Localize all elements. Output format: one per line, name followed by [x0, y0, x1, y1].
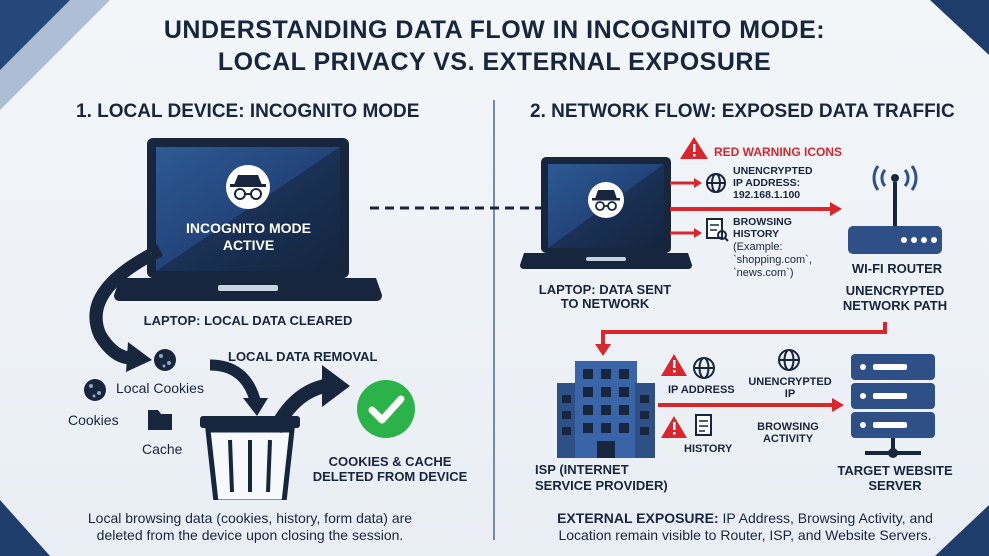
exposure-bold: EXTERNAL EXPOSURE:	[557, 510, 719, 526]
local-cookie-icon	[154, 349, 176, 371]
unencrypted-globe-icon	[778, 349, 800, 371]
unencrypted-path-line	[595, 322, 887, 356]
unencrypted-ip2-line1: UNENCRYPTED	[748, 376, 832, 388]
network-path-line2: NETWORK PATH	[842, 298, 948, 313]
router-label: WI-FI ROUTER	[851, 261, 943, 276]
deleted-label-line2: DELETED FROM DEVICE	[312, 469, 468, 484]
local-cookies-label: Local Cookies	[116, 380, 204, 396]
deleted-label-line1: COOKIES & CACHE	[328, 454, 452, 469]
unencrypted-ip2-line2: IP	[784, 388, 796, 400]
isp-label-line2: SERVICE PROVIDER)	[535, 478, 668, 493]
right-laptop-caption-line1: LAPTOP: DATA SENT	[538, 282, 672, 297]
left-section-heading: 1. LOCAL DEVICE: INCOGNITO MODE	[76, 101, 420, 122]
ip-address-label: IP ADDRESS	[668, 384, 735, 396]
unencrypted-ip-line3: 192.168.1.100	[733, 189, 801, 201]
server-label-line2: SERVER	[868, 478, 922, 493]
ip-warning-icon	[661, 354, 687, 376]
page-title-line2: LOCAL PRIVACY VS. EXTERNAL EXPOSURE	[217, 48, 772, 76]
globe-icon	[706, 173, 726, 193]
isp-flow-graphics	[658, 349, 844, 438]
right-section-heading: 2. NETWORK FLOW: EXPOSED DATA TRAFFIC	[530, 101, 955, 122]
right-laptop-caption-line2: TO NETWORK	[560, 296, 650, 311]
cookies-label: Cookies	[68, 412, 119, 428]
isp-building-icon	[557, 361, 655, 458]
history-label: HISTORY	[684, 443, 733, 455]
warning-icon	[680, 137, 708, 159]
example-line2: `shopping.com`,	[733, 254, 812, 266]
history-warning-icon	[661, 416, 687, 438]
network-path-line1: UNENCRYPTED	[845, 283, 945, 298]
exposure-line1: EXTERNAL EXPOSURE: IP Address, Browsing …	[505, 510, 985, 526]
history-doc-icon	[695, 414, 712, 436]
exposure-text1: IP Address, Browsing Activity, and	[718, 510, 933, 526]
left-footer-line1: Local browsing data (cookies, history, f…	[87, 510, 413, 526]
history-document-icon	[706, 218, 729, 242]
ip-globe-icon	[693, 357, 715, 379]
unencrypted-ip-line1: UNENCRYPTED	[733, 165, 813, 177]
cache-folder-icon	[148, 410, 172, 430]
green-check-icon	[357, 380, 415, 438]
cache-label: Cache	[142, 441, 183, 457]
exposure-line2: Location remain visible to Router, ISP, …	[558, 527, 932, 543]
isp-label-line1: ISP (INTERNET	[535, 462, 629, 477]
screen-text-line2: ACTIVE	[222, 237, 275, 253]
website-server-icon	[851, 354, 935, 458]
right-laptop-icon	[520, 157, 692, 269]
left-laptop-caption: LAPTOP: LOCAL DATA CLEARED	[143, 313, 353, 328]
example-line3: `news.com`)	[733, 267, 794, 279]
unencrypted-ip-line2: IP ADDRESS:	[733, 177, 801, 189]
trash-can-icon	[200, 416, 300, 500]
local-data-removal-label: LOCAL DATA REMOVAL	[228, 349, 378, 364]
example-line1: (Example:	[733, 241, 783, 253]
left-laptop-icon	[114, 138, 382, 301]
cookie-icon	[84, 379, 106, 401]
left-flow-graphics	[84, 244, 350, 500]
screen-text-line1: INCOGNITO MODE	[186, 220, 311, 236]
dashed-connector	[370, 206, 542, 210]
browsing-activity-line1: BROWSING	[757, 421, 819, 433]
page-title-line1: UNDERSTANDING DATA FLOW IN INCOGNITO MOD…	[163, 16, 826, 44]
red-warning-label: RED WARNING ICONS	[714, 145, 843, 159]
left-footer-line2: deleted from the device upon closing the…	[96, 527, 404, 543]
server-label-line1: TARGET WEBSITE	[837, 463, 953, 478]
browsing-history-line2: HISTORY	[733, 228, 780, 240]
browsing-history-line1: BROWSING	[733, 216, 792, 228]
right-top-flow-graphics	[670, 137, 842, 242]
browsing-activity-line2: ACTIVITY	[762, 433, 814, 445]
wifi-router-icon	[848, 165, 942, 254]
